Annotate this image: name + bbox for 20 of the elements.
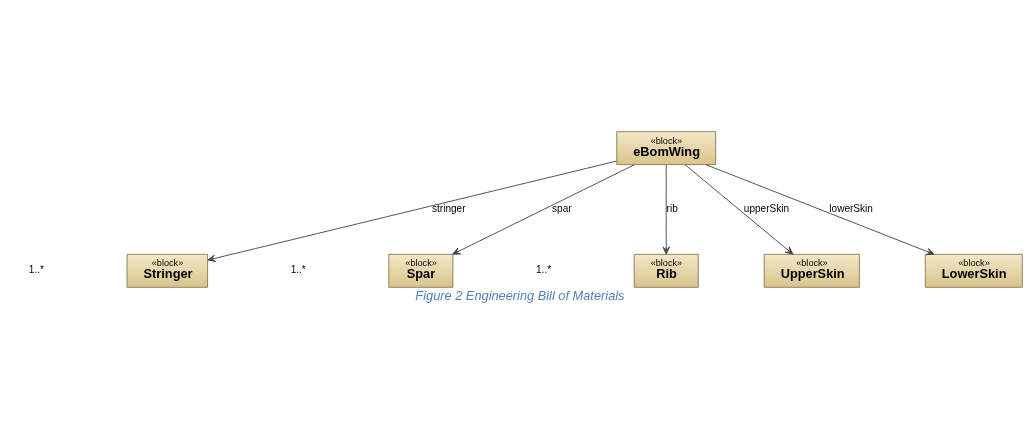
caption: Figure 2 Engineering Bill of Materials bbox=[415, 288, 625, 304]
edge-label: upperSkin bbox=[743, 203, 790, 215]
label: 1..* bbox=[290, 264, 306, 276]
arrow bbox=[207, 160, 617, 262]
node-box: «block» LowerSkin bbox=[924, 253, 1023, 288]
arrow bbox=[684, 164, 794, 255]
node-box: «block» UpperSkin bbox=[763, 253, 860, 288]
node-box: «block» eBomWing bbox=[616, 131, 717, 166]
label: 1..* bbox=[536, 264, 552, 276]
node-box: «block» Rib bbox=[633, 253, 699, 288]
arrow bbox=[705, 164, 935, 256]
node-box: «block» Spar bbox=[388, 253, 454, 288]
edge-label: stringer bbox=[432, 203, 466, 215]
node-box: «block» Stringer bbox=[126, 253, 209, 288]
arrow bbox=[452, 164, 635, 255]
edge-label: lowerSkin bbox=[829, 203, 873, 215]
edge-label: spar bbox=[552, 203, 572, 215]
edge-label: rib bbox=[666, 203, 678, 215]
label: 1..* bbox=[28, 264, 44, 276]
arrow bbox=[662, 164, 670, 255]
